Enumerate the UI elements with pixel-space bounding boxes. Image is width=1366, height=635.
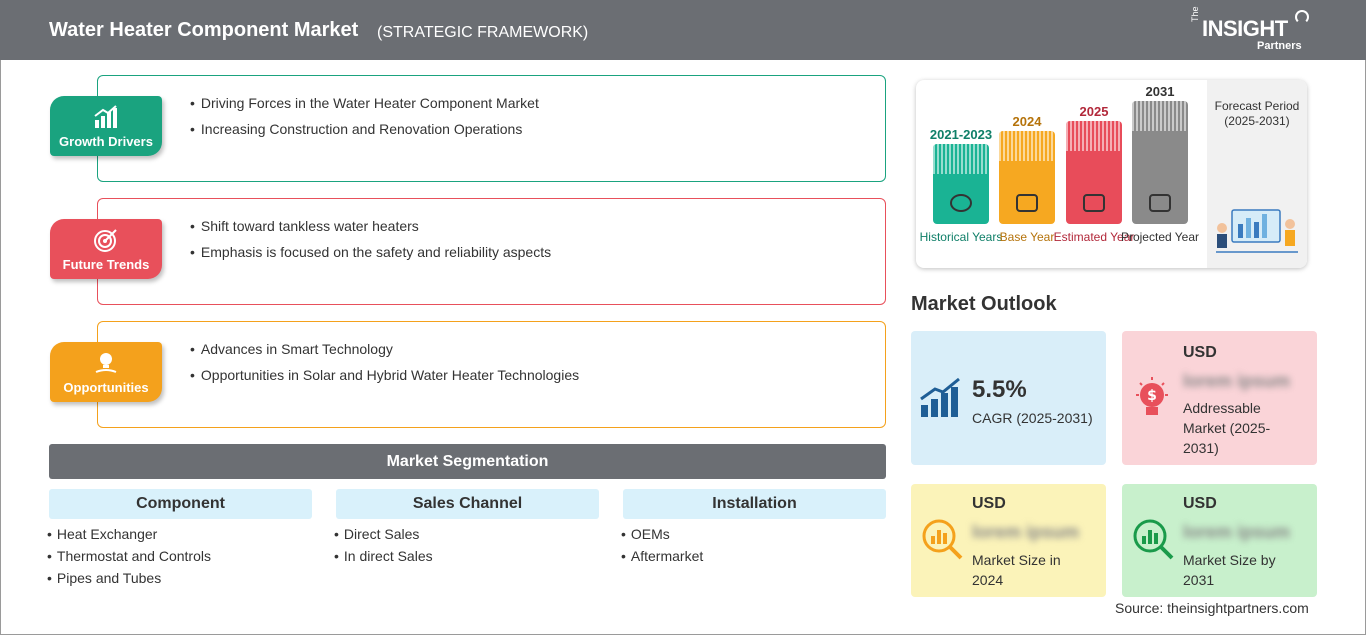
analytics-icon [1083, 194, 1105, 212]
segment-component-list: Heat Exchanger Thermostat and Controls P… [47, 526, 211, 592]
cagr-value: 5.5% [972, 376, 1027, 403]
segment-component-header: Component [49, 489, 312, 519]
magnifier-chart-icon [922, 519, 963, 560]
svg-text:$: $ [1147, 388, 1157, 404]
addressable-market-card: $ USD lorem ipsum Addressable Market (20… [1122, 331, 1317, 465]
timeline-historical: 2021-2023 Historical Years [920, 127, 1003, 257]
segment-sales-channel-header: Sales Channel [336, 489, 599, 519]
history-icon [950, 194, 972, 212]
timeline-caption: Base Year [999, 230, 1055, 244]
logo-the: The [1190, 6, 1200, 22]
logo-main: INSIGHT [1202, 16, 1288, 41]
segment-installation-list: OEMs Aftermarket [621, 526, 703, 570]
insight-partners-logo: The INSIGHT Partners [1190, 6, 1310, 54]
list-item: Shift toward tankless water heaters [190, 218, 551, 234]
list-item: Heat Exchanger [47, 526, 211, 542]
addressable-label: Addressable Market (2025-2031) [1183, 400, 1271, 456]
segmentation-title: Market Segmentation [49, 444, 886, 479]
lightbulb-dollar-icon: $ [1136, 377, 1168, 415]
growth-drivers-badge: Growth Drivers [50, 96, 162, 156]
timeline-base: 2024 Base Year [999, 114, 1055, 257]
forecast-period-label: Forecast Period (2025-2031) [1214, 99, 1300, 128]
timeline-bar [1132, 101, 1188, 224]
size-2024-value: lorem ipsum [972, 522, 1080, 542]
list-item: Aftermarket [621, 548, 703, 564]
size-2031-label: Market Size by 2031 [1183, 552, 1276, 588]
list-item: Driving Forces in the Water Heater Compo… [190, 95, 539, 111]
cagr-label: CAGR (2025-2031) [972, 410, 1093, 426]
presentation-icon [1149, 194, 1171, 212]
badge-label: Opportunities [63, 380, 149, 395]
list-item: Emphasis is focused on the safety and re… [190, 244, 551, 260]
market-size-2031-card: USD lorem ipsum Market Size by 2031 [1122, 484, 1317, 597]
addressable-currency: USD [1183, 344, 1217, 361]
list-item: Direct Sales [334, 526, 433, 542]
future-trends-box: Shift toward tankless water heaters Emph… [97, 198, 886, 305]
lightbulb-hand-icon [95, 353, 117, 373]
logo-arc-icon [1295, 10, 1309, 24]
size-2031-value: lorem ipsum [1183, 522, 1291, 542]
size-2024-currency: USD [972, 495, 1006, 512]
timeline-year: 2031 [1145, 84, 1175, 99]
timeline-bar [999, 131, 1055, 224]
timeline-year: 2021-2023 [929, 127, 993, 142]
header-bar: Water Heater Component Market (STRATEGIC… [0, 0, 1366, 60]
opportunities-box: Advances in Smart Technology Opportuniti… [97, 321, 886, 428]
source-text: Source: theinsightpartners.com [1115, 600, 1309, 616]
size-2024-label: Market Size in 2024 [972, 552, 1061, 588]
list-item: Advances in Smart Technology [190, 341, 579, 357]
market-outlook-title: Market Outlook [911, 293, 1057, 315]
cagr-card: 5.5% CAGR (2025-2031) [911, 331, 1106, 465]
size-2031-currency: USD [1183, 495, 1217, 512]
timeline-bar [1066, 121, 1122, 224]
timeline-caption: Projected Year [1120, 230, 1200, 244]
timeline-bar [933, 144, 989, 224]
timeline-caption: Estimated Year [1053, 230, 1135, 244]
analyst-illustration-icon [1216, 209, 1298, 253]
badge-label: Future Trends [62, 257, 150, 272]
list-item: Pipes and Tubes [47, 570, 211, 586]
magnifier-chart-icon [1133, 519, 1174, 560]
list-item: In direct Sales [334, 548, 433, 564]
timeline-year: 2024 [1012, 114, 1042, 129]
target-icon [94, 229, 117, 252]
segment-installation-header: Installation [623, 489, 886, 519]
opportunities-badge: Opportunities [50, 342, 162, 402]
timeline-projected: 2031 Projected Year [1121, 84, 1199, 257]
market-size-2024-card: USD lorem ipsum Market Size in 2024 [911, 484, 1106, 597]
addressable-value: lorem ipsum [1183, 371, 1291, 391]
badge-label: Growth Drivers [59, 134, 153, 149]
calendar-icon [1016, 194, 1038, 212]
future-trends-badge: Future Trends [50, 219, 162, 279]
timeline-estimated: 2025 Estimated Year [1054, 104, 1135, 257]
growth-drivers-box: Driving Forces in the Water Heater Compo… [97, 75, 886, 182]
timeline-caption: Historical Years [919, 230, 1003, 244]
logo-sub: Partners [1257, 40, 1302, 52]
page-title: Water Heater Component Market [49, 19, 359, 41]
list-item: Thermostat and Controls [47, 548, 211, 564]
list-item: Opportunities in Solar and Hybrid Water … [190, 367, 579, 383]
segment-sales-channel-list: Direct Sales In direct Sales [334, 526, 433, 570]
growth-chart-icon [94, 105, 117, 128]
list-item: OEMs [621, 526, 703, 542]
growth-chart-icon [920, 377, 960, 417]
page-subtitle: (STRATEGIC FRAMEWORK) [377, 24, 589, 41]
timeline-year: 2025 [1079, 104, 1109, 119]
list-item: Increasing Construction and Renovation O… [190, 121, 539, 137]
